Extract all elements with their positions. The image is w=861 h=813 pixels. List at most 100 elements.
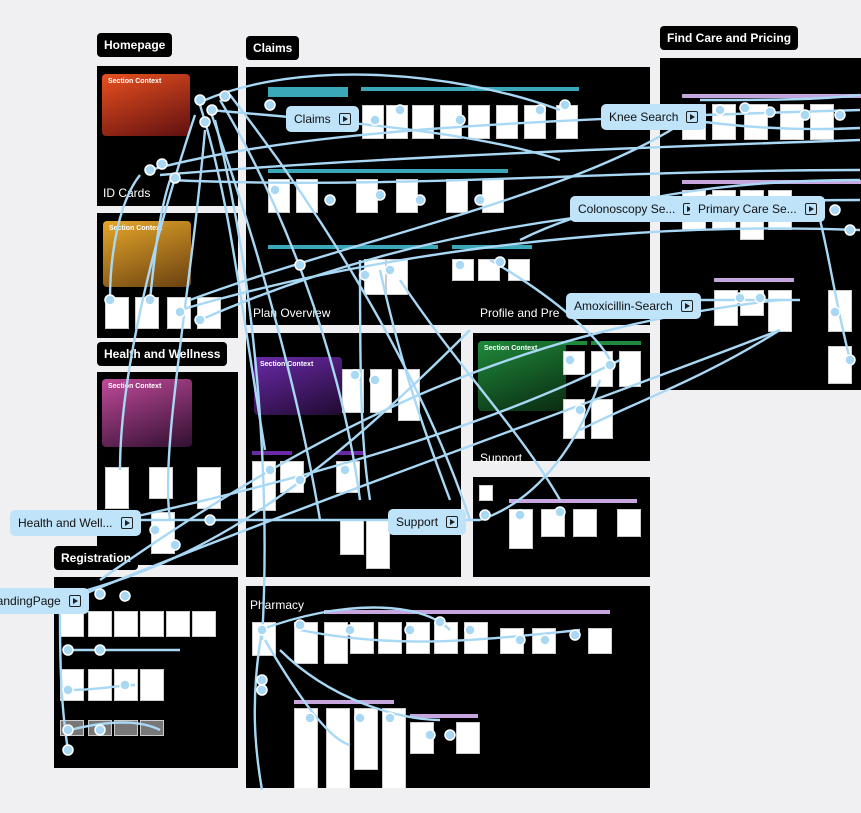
screen-thumbnail[interactable]: [382, 708, 406, 788]
screen-thumbnail[interactable]: [114, 720, 138, 736]
screen-thumbnail[interactable]: [591, 399, 613, 439]
screen-thumbnail[interactable]: [440, 105, 462, 139]
screen-thumbnail[interactable]: [410, 722, 434, 754]
frame-label-claims[interactable]: Claims: [246, 36, 300, 60]
screen-thumbnail[interactable]: [362, 105, 384, 139]
screen-thumbnail[interactable]: [370, 369, 392, 413]
screen-thumbnail[interactable]: [398, 369, 420, 421]
screen-thumbnail[interactable]: [378, 622, 402, 654]
screen-thumbnail[interactable]: [197, 467, 221, 509]
screen-thumbnail[interactable]: [386, 259, 408, 295]
flow-tag-health-wellness[interactable]: Health and Well...: [10, 510, 141, 536]
screen-thumbnail[interactable]: [88, 611, 112, 637]
screen-thumbnail[interactable]: [192, 611, 216, 637]
screen-thumbnail[interactable]: [500, 628, 524, 654]
screen-thumbnail[interactable]: [268, 179, 290, 213]
screen-thumbnail[interactable]: [509, 509, 533, 549]
screen-thumbnail[interactable]: [140, 669, 164, 701]
screen-thumbnail[interactable]: [563, 351, 585, 375]
screen-thumbnail[interactable]: [588, 628, 612, 654]
screen-thumbnail[interactable]: [446, 179, 468, 213]
screen-thumbnail[interactable]: [354, 708, 378, 770]
screen-thumbnail[interactable]: [468, 105, 490, 139]
screen-thumbnail[interactable]: [356, 179, 378, 213]
screen-thumbnail[interactable]: [114, 611, 138, 637]
screen-thumbnail[interactable]: [532, 628, 556, 654]
flow-tag-primary-care[interactable]: Primary Care Se...: [690, 196, 825, 222]
screen-thumbnail[interactable]: [324, 622, 348, 664]
flow-tag-knee[interactable]: Knee Search: [601, 104, 707, 130]
frame-label-registration[interactable]: Registration: [54, 546, 139, 570]
screen-thumbnail[interactable]: [386, 105, 408, 139]
screen-thumbnail[interactable]: [114, 669, 138, 701]
frame-label-pharmacy[interactable]: Pharmacy: [250, 598, 305, 612]
screen-thumbnail[interactable]: [364, 259, 386, 295]
screen-thumbnail[interactable]: [479, 485, 493, 501]
screen-thumbnail[interactable]: [496, 105, 518, 139]
screen-thumbnail[interactable]: [151, 512, 175, 554]
screen-thumbnail[interactable]: [280, 461, 304, 493]
screen-thumbnail[interactable]: [478, 259, 500, 281]
screen-thumbnail[interactable]: [340, 519, 364, 555]
frame-label-health-wellness[interactable]: Health and Wellness: [97, 342, 228, 366]
screen-thumbnail[interactable]: [780, 104, 804, 140]
screen-thumbnail[interactable]: [744, 104, 768, 140]
flow-tag-colonoscopy[interactable]: Colonoscopy Se...: [570, 196, 704, 222]
screen-thumbnail[interactable]: [60, 720, 84, 736]
screen-thumbnail[interactable]: [105, 297, 129, 329]
screen-thumbnail[interactable]: [167, 297, 191, 329]
screen-thumbnail[interactable]: [336, 461, 360, 493]
screen-thumbnail[interactable]: [342, 369, 364, 413]
screen-thumbnail[interactable]: [135, 297, 159, 329]
screen-thumbnail[interactable]: [252, 622, 276, 656]
screen-thumbnail[interactable]: [556, 105, 578, 139]
screen-thumbnail[interactable]: [60, 611, 84, 637]
screen-thumbnail[interactable]: [740, 290, 764, 316]
screen-thumbnail[interactable]: [541, 509, 565, 537]
flow-tag-claims[interactable]: Claims: [286, 106, 359, 132]
frame-label-profile[interactable]: Profile and Pre: [480, 306, 560, 320]
screen-thumbnail[interactable]: [434, 622, 458, 654]
screen-thumbnail[interactable]: [88, 720, 112, 736]
screen-thumbnail[interactable]: [810, 104, 834, 140]
frame-label-find-care[interactable]: Find Care and Pricing: [660, 26, 799, 50]
screen-thumbnail[interactable]: [591, 351, 613, 387]
frame-label-homepage[interactable]: Homepage: [97, 33, 173, 57]
frame-label-id-cards[interactable]: ID Cards: [103, 186, 151, 200]
screen-thumbnail[interactable]: [140, 611, 164, 637]
frame-label-plan-overview[interactable]: Plan Overview: [253, 306, 331, 320]
flow-tag-landing-page[interactable]: LandingPage: [0, 588, 89, 614]
screen-thumbnail[interactable]: [563, 399, 585, 439]
screen-thumbnail[interactable]: [294, 622, 318, 664]
screen-thumbnail[interactable]: [412, 105, 434, 139]
screen-thumbnail[interactable]: [768, 290, 792, 332]
screen-thumbnail[interactable]: [396, 179, 418, 213]
screen-thumbnail[interactable]: [828, 346, 852, 384]
flow-tag-amoxicillin[interactable]: Amoxicillin-Search: [566, 293, 701, 319]
screen-thumbnail[interactable]: [573, 509, 597, 537]
screen-thumbnail[interactable]: [452, 259, 474, 281]
screen-thumbnail[interactable]: [105, 467, 129, 509]
screen-thumbnail[interactable]: [296, 179, 318, 213]
screen-thumbnail[interactable]: [350, 622, 374, 654]
screen-thumbnail[interactable]: [456, 722, 480, 754]
screen-thumbnail[interactable]: [619, 351, 641, 387]
screen-thumbnail[interactable]: [464, 622, 488, 654]
flow-tag-support[interactable]: Support: [388, 509, 467, 535]
screen-thumbnail[interactable]: [406, 622, 430, 654]
screen-thumbnail[interactable]: [166, 611, 190, 637]
screen-thumbnail[interactable]: [294, 708, 318, 788]
screen-thumbnail[interactable]: [508, 259, 530, 281]
screen-thumbnail[interactable]: [366, 519, 390, 569]
screen-thumbnail[interactable]: [828, 290, 852, 332]
screen-thumbnail[interactable]: [149, 467, 173, 499]
screen-thumbnail[interactable]: [524, 105, 546, 139]
screen-thumbnail[interactable]: [714, 290, 738, 326]
screen-thumbnail[interactable]: [326, 708, 350, 788]
screen-thumbnail[interactable]: [482, 179, 504, 213]
screen-thumbnail[interactable]: [712, 104, 736, 140]
frame-label-support[interactable]: Support: [480, 451, 523, 465]
screen-thumbnail[interactable]: [88, 669, 112, 701]
screen-thumbnail[interactable]: [140, 720, 164, 736]
